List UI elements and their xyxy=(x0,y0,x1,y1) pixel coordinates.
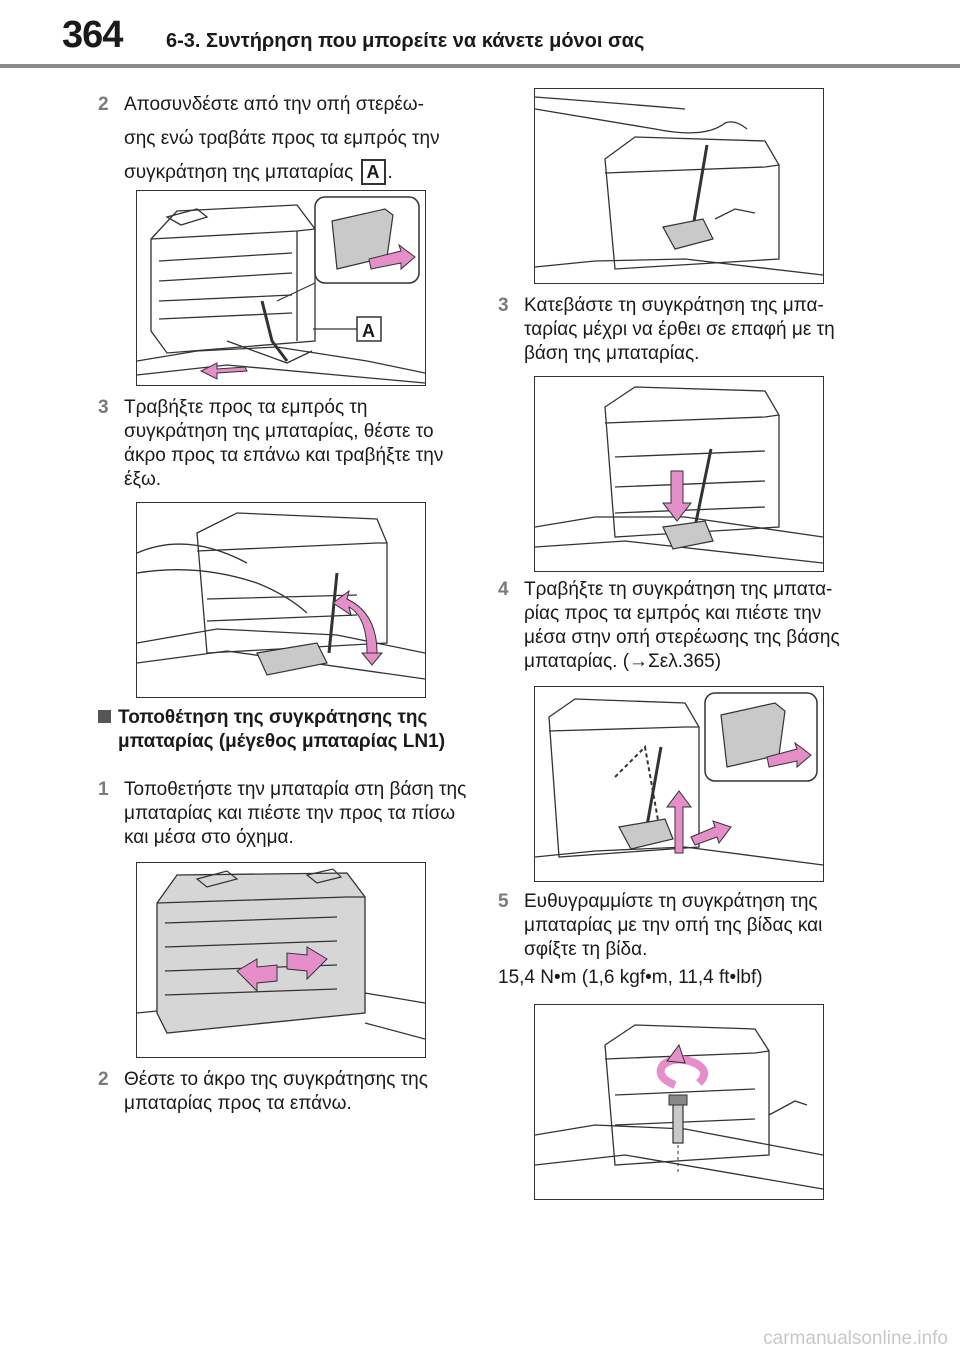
heading-square-icon xyxy=(98,710,111,723)
install-heading: Τοποθέτηση της συγκράτησης της μπαταρίας… xyxy=(98,706,468,754)
step-text: Θέστε το άκρο της συγκράτησης της μπαταρ… xyxy=(124,1069,428,1114)
step-number: 2 xyxy=(98,94,109,115)
battery-illustration xyxy=(535,386,823,564)
step-text: Τραβήξτε προς τα εμπρός τη συγκράτηση τη… xyxy=(124,397,444,490)
watermark-text: carmanualsonline.info xyxy=(763,1328,948,1349)
battery-illustration xyxy=(535,1024,823,1190)
torque-spec: 15,4 N•m (1,6 kgf•m, 11,4 ft•lbf) xyxy=(498,967,763,988)
step-5-align-and-tighten: 5 Ευθυγραμμίστε τη συγκράτηση της μπαταρ… xyxy=(498,890,868,962)
header-rule xyxy=(0,64,960,68)
figure-detach-holddown: A xyxy=(136,190,426,386)
step-number: 1 xyxy=(98,779,109,800)
callout-badge-a: A xyxy=(360,159,386,185)
step-1-place-battery: 1 Τοποθετήστε την μπαταρία στη βάση της … xyxy=(98,778,468,850)
battery-illustration xyxy=(137,512,425,680)
step-text: Κατεβάστε τη συγκράτηση της μπα- ταρίας … xyxy=(524,295,835,364)
step-number: 2 xyxy=(98,1069,109,1090)
heading-text: Τοποθέτηση της συγκράτησης της μπαταρίας… xyxy=(118,707,446,752)
battery-illustration xyxy=(137,196,425,384)
step-text: Αποσυνδέστε από την οπή στερέω- σης ενώ … xyxy=(124,88,458,190)
step-3-pull-forward: 3 Τραβήξτε προς τα εμπρός τη συγκράτηση … xyxy=(98,396,468,492)
step-4-push-into-hole: 4 Τραβήξτε τη συγκράτηση της μπατα- ρίας… xyxy=(498,578,868,674)
step-2-detach-text: Αποσυνδέστε από την οπή στερέω- σης ενώ … xyxy=(124,94,440,183)
step-number: 3 xyxy=(98,397,109,418)
step-text: Ευθυγραμμίστε τη συγκράτηση της μπαταρία… xyxy=(524,891,823,960)
battery-illustration xyxy=(535,692,823,866)
step-number: 3 xyxy=(498,295,509,316)
page-number: 364 xyxy=(62,14,123,56)
page-header: 364 6-3. Συντήρηση που μπορείτε να κάνετ… xyxy=(0,0,960,70)
figure-place-battery xyxy=(136,862,426,1058)
step-3-lower-holddown: 3 Κατεβάστε τη συγκράτηση της μπα- ταρία… xyxy=(498,294,868,366)
section-title: 6-3. Συντήρηση που μπορείτε να κάνετε μό… xyxy=(166,30,645,52)
figure-pull-out-holddown xyxy=(136,502,426,698)
step-text: Τραβήξτε τη συγκράτηση της μπατα- ρίας π… xyxy=(524,579,840,672)
step-2-raise-end: 2 Θέστε το άκρο της συγκράτησης της μπατ… xyxy=(98,1068,468,1116)
battery-illustration xyxy=(535,96,823,276)
figure-insert-holddown xyxy=(534,686,824,882)
step-number: 5 xyxy=(498,891,509,912)
figure-tighten-bolt xyxy=(534,1004,824,1200)
step-number: 4 xyxy=(498,579,509,600)
figure-holddown-raised xyxy=(534,88,824,284)
step-2-detach-tail: . xyxy=(387,162,393,183)
step-text: Τοποθετήστε την μπαταρία στη βάση της μπ… xyxy=(124,779,467,848)
battery-illustration xyxy=(137,868,425,1040)
step-2-detach: 2 Αποσυνδέστε από την οπή στερέω- σης εν… xyxy=(98,88,458,190)
figure-callout-a: A xyxy=(362,321,375,341)
figure-lower-holddown xyxy=(534,376,824,572)
